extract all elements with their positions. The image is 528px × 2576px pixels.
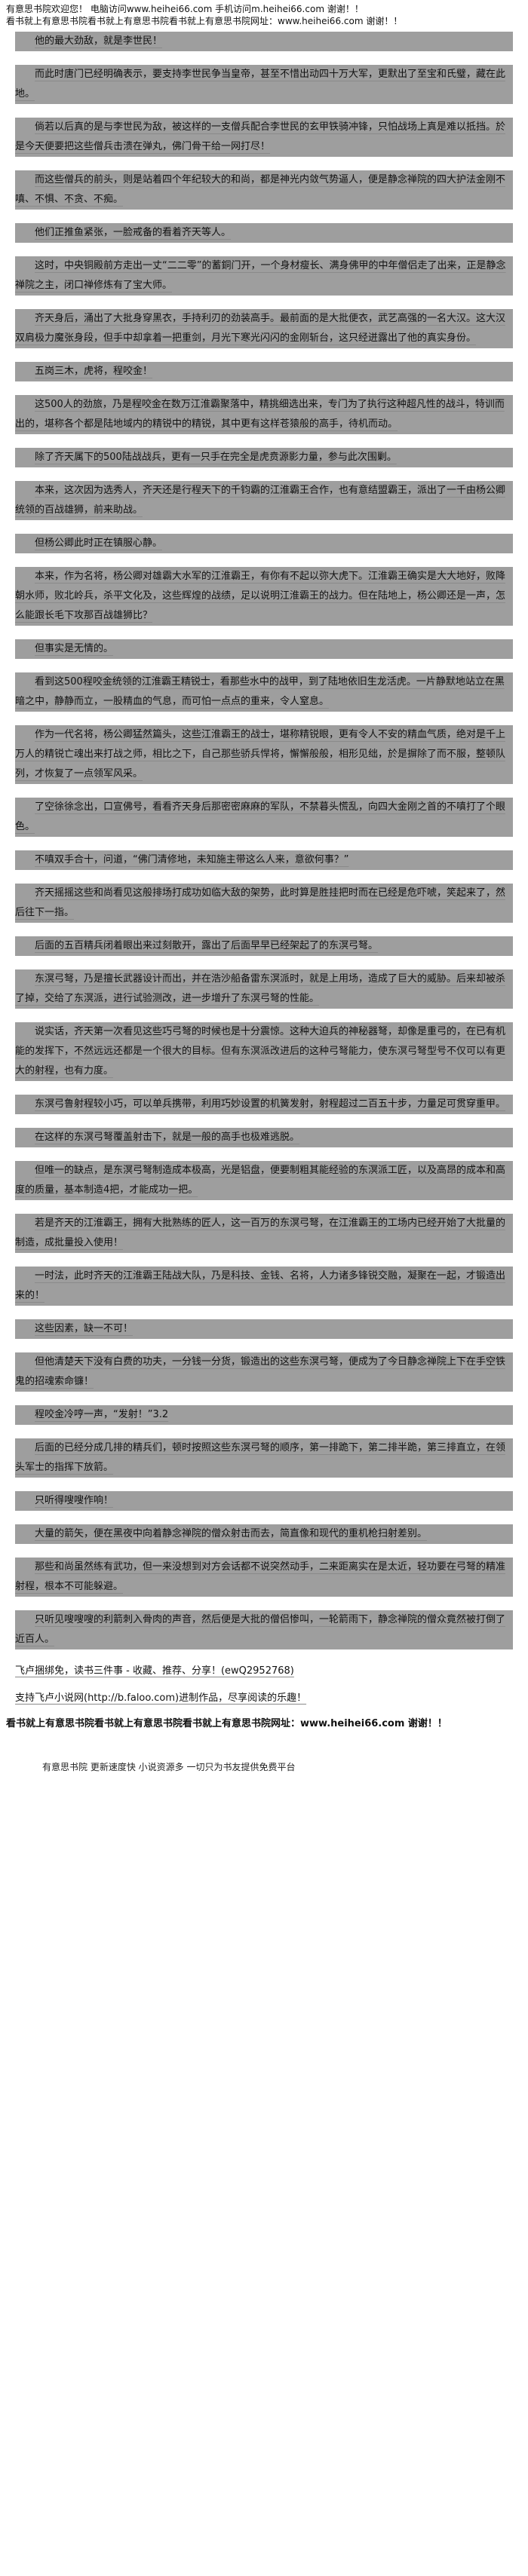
chapter-paragraph: 齐天身后，涌出了大批身穿黑衣，手持利刃的劲装高手。最前面的是大批便衣，武艺高强的… — [15, 309, 513, 348]
chapter-paragraph: 本来，作为名将，杨公卿对雄霸大水军的江淮霸王，有你有不起以弥大虎下。江淮霸王确实… — [15, 567, 513, 626]
chapter-paragraph: 倘若以后真的是与李世民为敌，被这样的一支僧兵配合李世民的玄甲铁骑冲锋，只怕战场上… — [15, 118, 513, 157]
footer-ad-line[interactable]: 飞卢捆绑免，读书三件事 - 收藏、推荐、分享！(ewQ2952768) — [15, 1665, 294, 1677]
chapter-paragraph: 只听得嗖嗖作响！ — [15, 1491, 513, 1511]
chapter-paragraph: 齐天摇摇这些和尚看见这般排场打成功如临大敌的架势，此时算是胜挂把时而在已经是危吓… — [15, 884, 513, 923]
chapter-paragraph: 但事实是无情的。 — [15, 639, 513, 659]
chapter-paragraph: 东溟弓弩，乃是擅长武器设计而出，并在浩沙船备雷东溟派时，就是上用场，造成了巨大的… — [15, 969, 513, 1009]
chapter-paragraph: 这500人的劲旅，乃是程咬金在数万江淮霸聚落中，精挑细选出来，专门为了执行这种超… — [15, 395, 513, 434]
chapter-paragraph: 看到这500程咬金统领的江淮霸王精锐士，看那些水中的战甲，到了陆地依旧生龙活虎。… — [15, 672, 513, 712]
chapter-paragraph: 若是齐天的江淮霸王，拥有大批熟练的匠人，这一百万的东溟弓弩，在江淮霸王的工场内已… — [15, 1214, 513, 1253]
header-welcome-line: 有意思书院欢迎您！ 电脑访问www.heihei66.com 手机访问m.hei… — [6, 4, 364, 14]
footer-support-line[interactable]: 支持飞卢小说网(http://b.faloo.com)进制作品，尽享阅读的乐趣！ — [15, 1692, 307, 1704]
chapter-paragraph: 后面的五百精兵闭着眼出来过刻散开，露出了后面早早已经架起了的东溟弓弩。 — [15, 936, 513, 956]
chapter-paragraph: 但唯一的缺点，是东溟弓弩制造成本极高，光是铝盘，便要制粗其能经验的东溟派工匠，以… — [15, 1161, 513, 1200]
chapter-paragraph: 只听见嗖嗖嗖的利箭刺入骨肉的声音，然后便是大批的僧侣惨叫，一轮箭雨下，静念禅院的… — [15, 1610, 513, 1649]
chapter-body: 他的最大劲敌，就是李世民！ 而此时唐门已经明确表示，要支持李世民争当皇帝，甚至不惜… — [0, 27, 528, 1649]
site-header: 有意思书院欢迎您！ 电脑访问www.heihei66.com 手机访问m.hei… — [0, 0, 528, 27]
footer-site-banner: 看书就上有意思书院看书就上有意思书院看书就上有意思书院网址：www.heihei… — [6, 1718, 447, 1729]
chapter-paragraph: 说实话，齐天第一次看见这些巧弓弩的时候也是十分震惊。这种大迫兵的神秘器弩，却像是… — [15, 1022, 513, 1081]
chapter-paragraph: 一时法，此时齐天的江淮霸王陆战大队，乃是科技、金钱、名将，人力诸多锋锐交融，凝聚… — [15, 1267, 513, 1306]
chapter-paragraph: 在这样的东溟弓弩覆盖射击下，就是一般的高手也极难逃脱。 — [15, 1128, 513, 1147]
chapter-paragraph: 大量的箭矢，便在黑夜中向着静念禅院的僧众射击而去，简直像和现代的重机枪扫射差别。 — [15, 1524, 513, 1544]
chapter-paragraph: 东溟弓鲁射程较小巧，可以单兵携带，利用巧妙设置的机簧发射，射程超过二百五十步，力… — [15, 1095, 513, 1114]
chapter-paragraph: 他的最大劲敌，就是李世民！ — [15, 32, 513, 51]
chapter-paragraph: 但他清楚天下没有白费的功夫，一分钱一分货，锻造出的这些东溟弓弩，便成为了今日静念… — [15, 1352, 513, 1392]
chapter-paragraph: 不嗔双手合十，问道，“佛门清修地，未知施主带这么人来，意欲何事？” — [15, 850, 513, 870]
chapter-paragraph: 那些和尚虽然练有武功，但一来没想到对方会话都不说突然动手，二来距离实在是太近，轻… — [15, 1558, 513, 1597]
chapter-paragraph: 这时，中央铜殿前方走出一丈“二二零”的蓄銅门开，一个身材瘦长、满身佛甲的中年僧侣… — [15, 256, 513, 296]
chapter-paragraph: 程咬金冷哼一声，“发射！”3.2 — [15, 1405, 513, 1425]
chapter-paragraph: 这些因素，缺一不可！ — [15, 1319, 513, 1339]
chapter-paragraph: 他们正推鱼紧张，一脸戒备的看着齐天等人。 — [15, 223, 513, 243]
chapter-paragraph: 后面的已经分成几排的精兵们，顿时按照这些东溟弓弩的顺序，第一排跪下，第二排半跪，… — [15, 1438, 513, 1478]
chapter-paragraph: 而此时唐门已经明确表示，要支持李世民争当皇帝，甚至不惜出动四十万大军，更默出了至… — [15, 65, 513, 104]
chapter-paragraph: 五岗三木，虎将，程咬金！ — [15, 362, 513, 381]
footer-note: 有意思书院 更新速度快 小说资源多 一切只为书友提供免费平台 — [42, 1762, 296, 1772]
chapter-paragraph: 而这些僧兵的前头，则是站着四个年纪较大的和尚，都是神光内敛气势逼人，便是静念禅院… — [15, 170, 513, 210]
chapter-paragraph: 本来，这次因为选秀人，齐天还是行程天下的千钧霸的江淮霸王合作，也有意结盟霸王，派… — [15, 481, 513, 520]
chapter-paragraph: 除了齐天属下的500陆战战兵，更有一只手在完全是虎贲源影力量，参与此次围剿。 — [15, 448, 513, 467]
chapter-paragraph: 但杨公卿此时正在镇服心静。 — [15, 534, 513, 553]
header-site-banner: 看书就上有意思书院看书就上有意思书院看书就上有意思书院网址：www.heihei… — [6, 16, 403, 26]
chapter-paragraph: 了空徐徐念出，口宣佛号，看看齐天身后那密密麻麻的军队，不禁暮头慌乱，向四大金刚之… — [15, 798, 513, 837]
chapter-paragraph: 作为一代名将，杨公卿猛然篇头，这些江淮霸王的战士，堪称精锐眼，更有令人不安的精血… — [15, 725, 513, 784]
